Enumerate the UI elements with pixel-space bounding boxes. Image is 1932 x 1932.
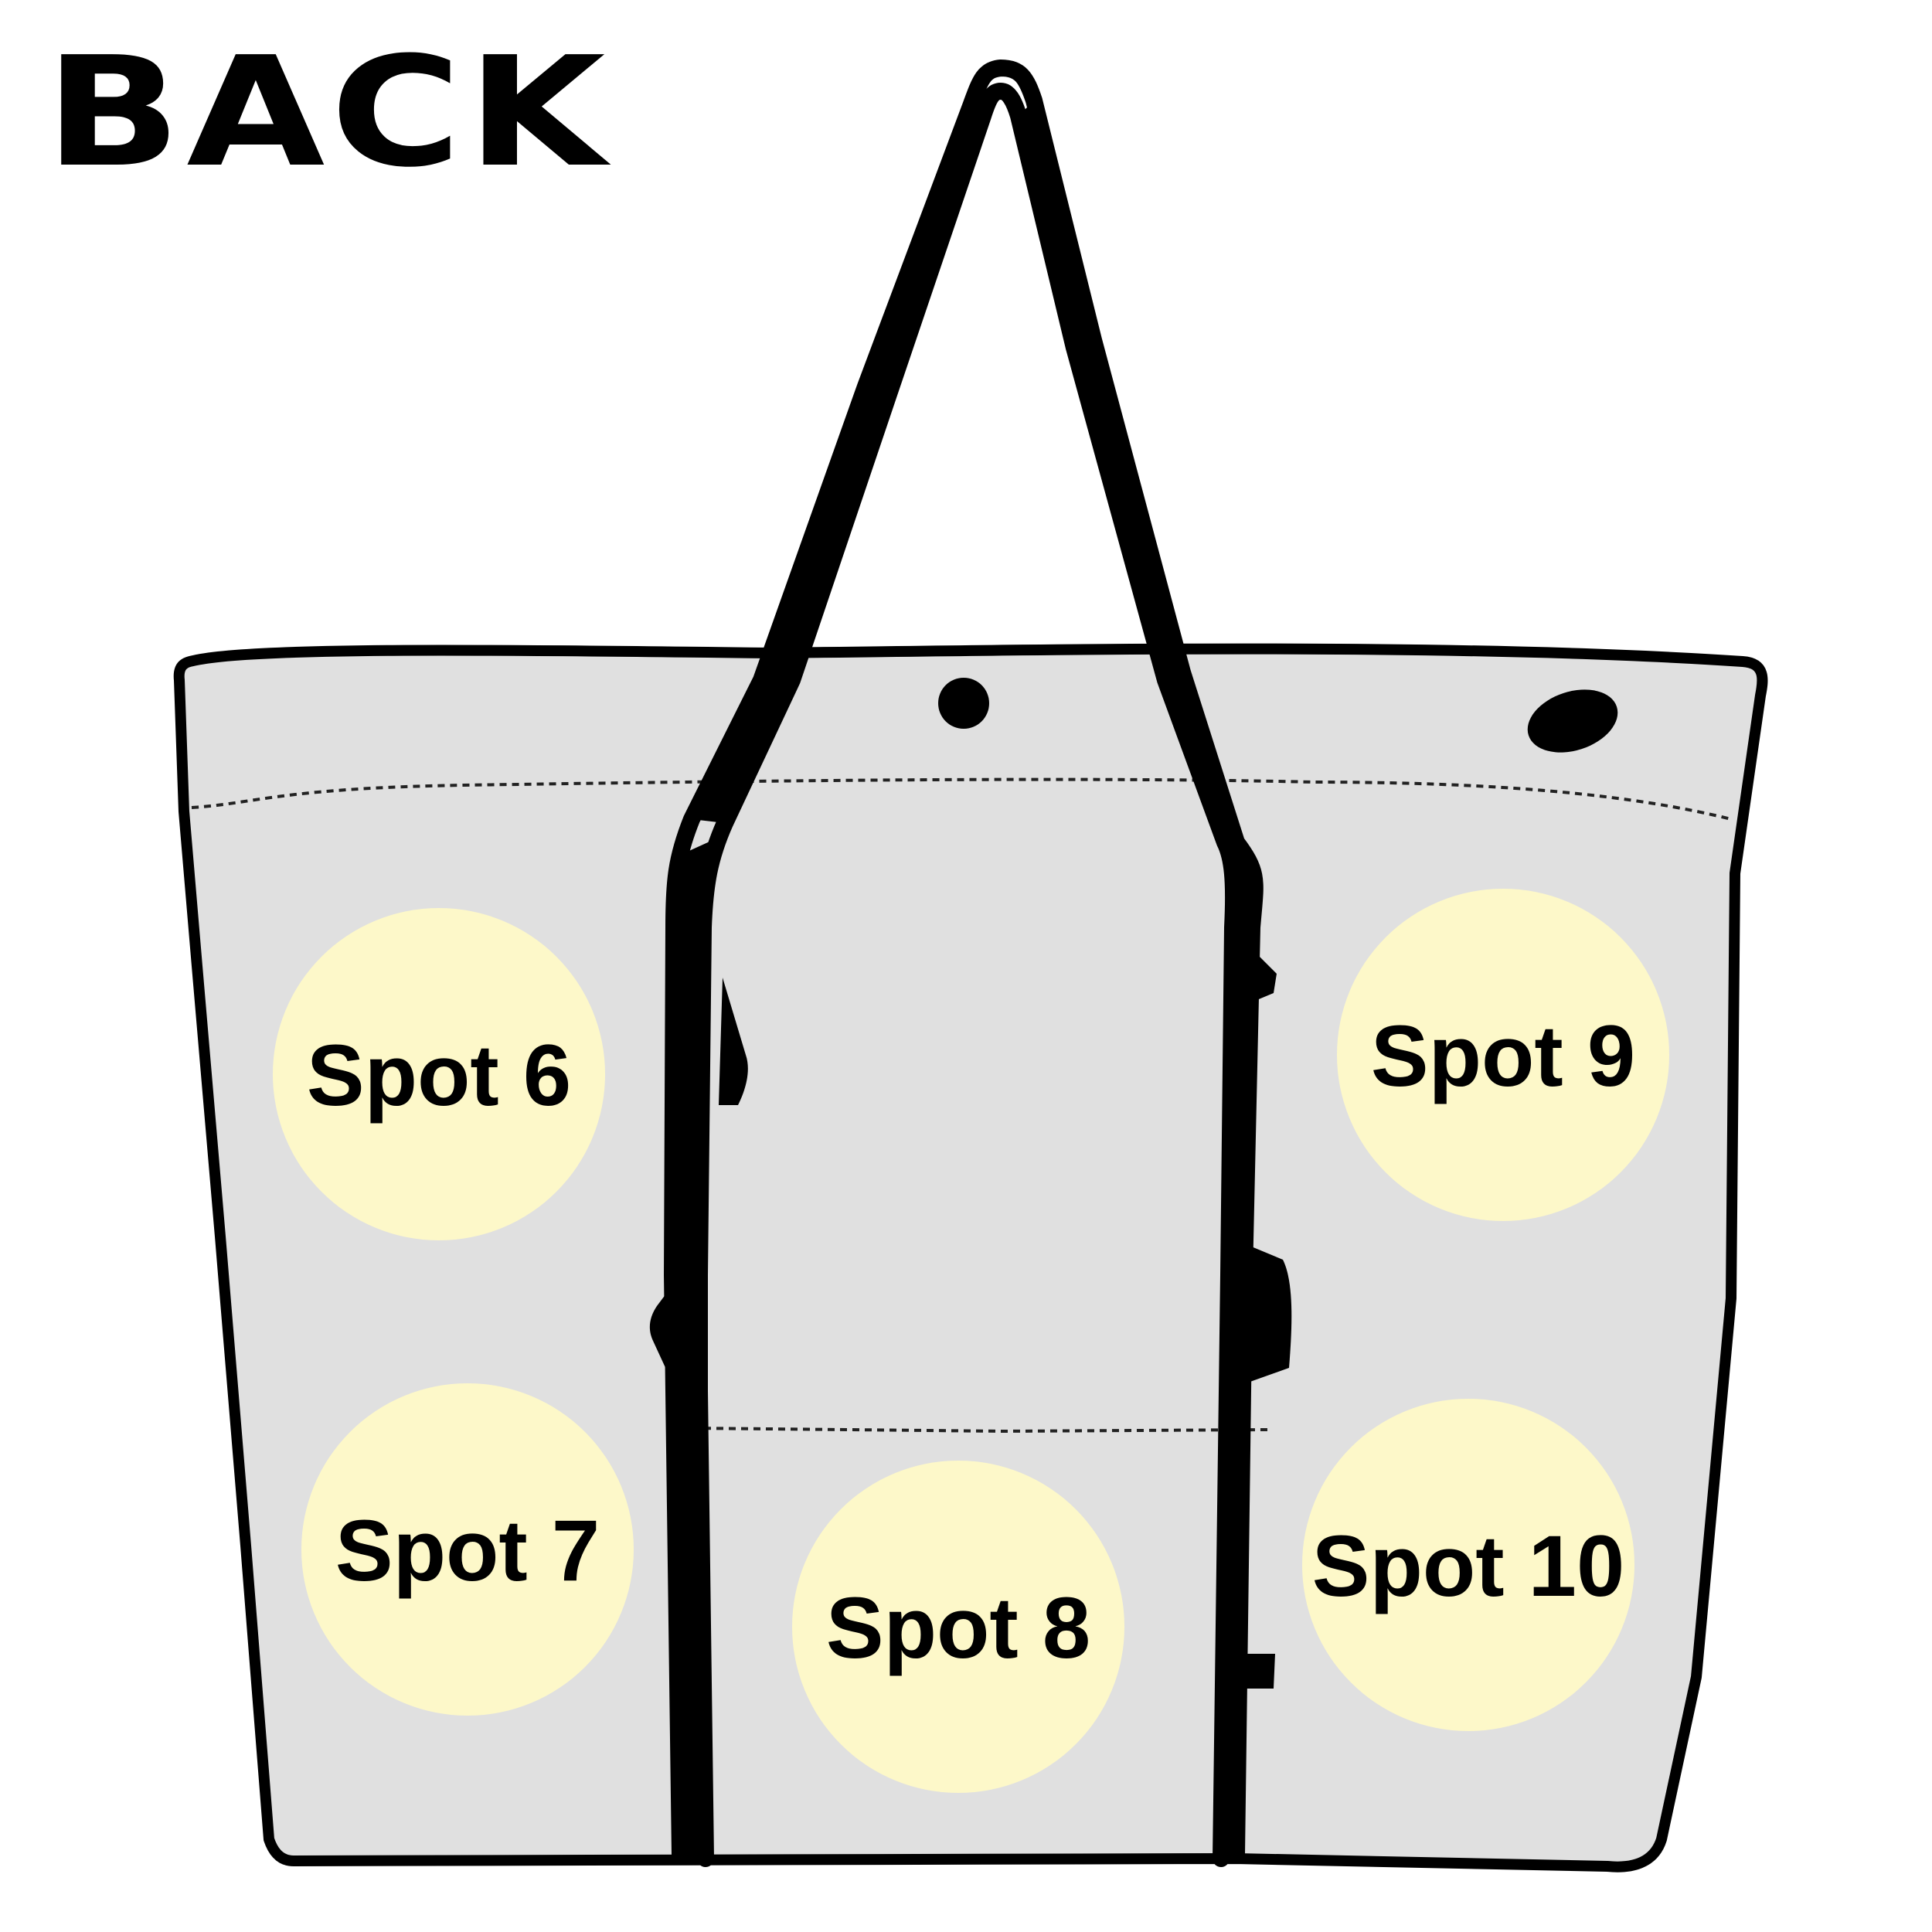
left-strap [672, 835, 725, 1859]
spot-6-label: Spot 6 [307, 1027, 571, 1124]
right-strap-loop-lower [1246, 1244, 1292, 1383]
spot-8: Spot 8 [792, 1461, 1124, 1793]
right-strap-loop-bottom [1240, 1654, 1275, 1689]
snap-button [938, 678, 989, 729]
right-handle-arm [1019, 100, 1236, 842]
spot-9-label: Spot 9 [1371, 1008, 1635, 1104]
bottom-stitch-line [691, 1427, 1268, 1434]
snap-button [1527, 689, 1618, 753]
left-strap-loop-lower [649, 1275, 680, 1391]
right-strap [1221, 842, 1256, 1859]
left-handle-arm [692, 108, 983, 823]
spot-10-label: Spot 10 [1312, 1518, 1625, 1614]
spot-7: Spot 7 [301, 1383, 634, 1716]
top-stitch-line [191, 777, 1732, 821]
left-strap-loop-upper [719, 978, 748, 1105]
spot-8-label: Spot 8 [826, 1580, 1090, 1676]
right-strap-loop-upper [1246, 943, 1277, 1005]
spot-6: Spot 6 [273, 908, 605, 1240]
spot-10: Spot 10 [1302, 1399, 1634, 1731]
view-title: BACK [45, 25, 611, 201]
spot-9: Spot 9 [1337, 889, 1669, 1221]
spot-7-label: Spot 7 [335, 1502, 600, 1599]
